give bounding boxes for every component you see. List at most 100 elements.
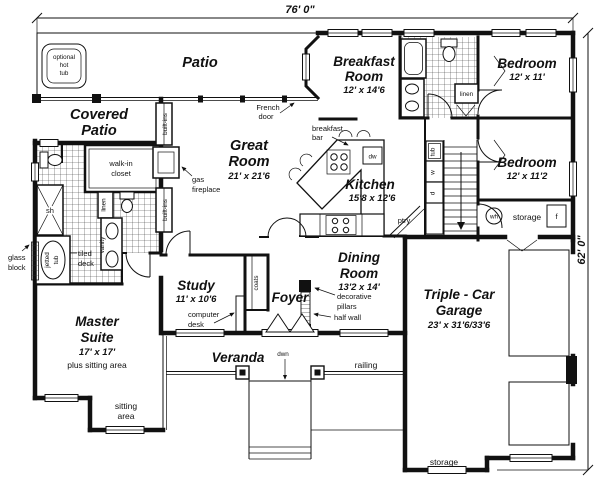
computer-desk — [235, 295, 246, 333]
linen-closet-hall: linen — [454, 83, 479, 117]
kitchen-counter — [299, 213, 385, 237]
kitchen-size: 15'8 x 12'6 — [349, 193, 396, 204]
garage-bay — [508, 381, 570, 446]
master-door-arc — [125, 252, 151, 278]
jetted-tub: jetted tub — [35, 235, 71, 285]
great-room: Great Room 21' x 21'6 built-ins built-in… — [152, 102, 295, 233]
window — [105, 426, 145, 434]
svg-text:fireplace: fireplace — [192, 185, 220, 194]
shower-label: sh — [46, 206, 54, 215]
storage-label: storage — [513, 212, 542, 222]
garage: Triple - Car Garage 23' x 31'6/33'6 stor… — [423, 249, 577, 467]
veranda: railing Veranda dwn — [162, 333, 405, 460]
svg-text:w: w — [430, 170, 437, 176]
window — [327, 29, 359, 37]
vanity-master: vanity — [99, 217, 123, 271]
dining-label: Dining — [338, 250, 381, 265]
covered-patio-label: Covered — [70, 107, 129, 123]
window — [569, 57, 577, 93]
bedroom-1: Bedroom 12' x 11' — [477, 55, 557, 115]
great-room-label: Great — [230, 138, 269, 154]
window — [339, 329, 389, 337]
cabinet — [425, 202, 444, 235]
svg-text:tub: tub — [53, 255, 60, 264]
toilet — [440, 38, 458, 62]
patio-post — [32, 94, 41, 103]
breakfast-size: 12' x 14'6 — [343, 85, 385, 96]
tub — [400, 38, 427, 79]
svg-text:tub: tub — [430, 147, 437, 156]
linen-closet-master: linen — [97, 191, 114, 219]
front-door — [261, 313, 319, 337]
svg-text:area: area — [117, 411, 134, 421]
water-heater-label: wh — [489, 214, 499, 221]
storage-door-arc — [477, 203, 503, 229]
window — [361, 29, 393, 37]
glass-block-window: glass block — [8, 241, 39, 281]
garage-vent — [427, 466, 467, 474]
dining-room: Dining Room 13'2 x 14' decorative pillar… — [299, 250, 381, 336]
bar-stools — [288, 130, 371, 181]
breakfast-room: Breakfast Room 12' x 14'6 — [333, 54, 395, 96]
svg-text:d: d — [430, 191, 437, 195]
garage-label: Triple - Car — [423, 287, 495, 302]
built-ins-lower: built-ins — [155, 187, 173, 233]
svg-text:tiled: tiled — [78, 249, 92, 258]
window — [44, 394, 79, 402]
svg-text:closet: closet — [111, 169, 132, 178]
svg-text:linen: linen — [460, 91, 474, 98]
svg-text:French: French — [256, 103, 279, 112]
bath-door-arc — [427, 93, 453, 119]
down-label: dwn — [277, 351, 289, 358]
svg-text:linen: linen — [101, 198, 108, 212]
master-size: 17' x 17' — [79, 347, 116, 358]
freezer — [546, 204, 567, 228]
breakfast-label: Breakfast — [333, 54, 395, 69]
laundry-tub: tub — [425, 140, 444, 162]
water-closet — [39, 142, 63, 169]
window — [525, 29, 557, 37]
kitchen-label: Kitchen — [345, 177, 395, 192]
svg-text:walk-in: walk-in — [108, 159, 132, 168]
shower: sh — [36, 184, 64, 236]
veranda-label: Veranda — [212, 350, 265, 365]
dimension-right: 62' 0" — [497, 27, 594, 476]
master-bath: walk-in closet sh linen vanity — [8, 142, 162, 285]
fireplace: gas fireplace — [152, 146, 220, 194]
sitting-area-label: sitting — [115, 401, 137, 411]
svg-text:tub: tub — [60, 70, 69, 77]
master-suite: Master Suite 17' x 17' plus sitting area… — [67, 314, 137, 421]
bedroom1-door-arc — [477, 89, 503, 115]
master-note: plus sitting area — [67, 360, 127, 370]
vanity — [400, 78, 425, 118]
hot-tub-label: optional — [53, 54, 75, 61]
great-room-size: 21' x 21'6 — [227, 171, 270, 182]
washer: w — [425, 160, 444, 183]
bedroom1-label: Bedroom — [497, 56, 556, 71]
hall-bath: linen — [400, 38, 479, 119]
svg-text:pillars: pillars — [337, 302, 357, 311]
breakfast-bar-label: breakfast bar — [312, 124, 349, 146]
window — [31, 162, 39, 182]
svg-text:coats: coats — [253, 275, 260, 290]
svg-text:hot: hot — [60, 62, 69, 69]
pantry-label: ptry — [398, 216, 411, 225]
svg-text:jetted: jetted — [44, 252, 51, 269]
svg-text:desk: desk — [188, 320, 204, 329]
window — [403, 29, 435, 37]
dining-size: 13'2 x 14' — [338, 282, 380, 293]
svg-text:half wall: half wall — [334, 313, 361, 322]
svg-text:computer: computer — [188, 310, 220, 319]
svg-text:Room: Room — [228, 154, 269, 170]
study-label: Study — [177, 278, 216, 293]
patio-post — [92, 94, 101, 103]
svg-text:breakfast: breakfast — [312, 124, 344, 133]
patio-label: Patio — [182, 55, 218, 71]
bedroom2-size: 12' x 11'2 — [507, 171, 549, 182]
study-door-arc — [165, 230, 191, 256]
svg-text:glass: glass — [8, 253, 26, 262]
garage-bay — [508, 249, 570, 357]
window — [302, 53, 310, 81]
closet-door — [493, 139, 506, 171]
garage-storage-label: storage — [430, 457, 459, 467]
